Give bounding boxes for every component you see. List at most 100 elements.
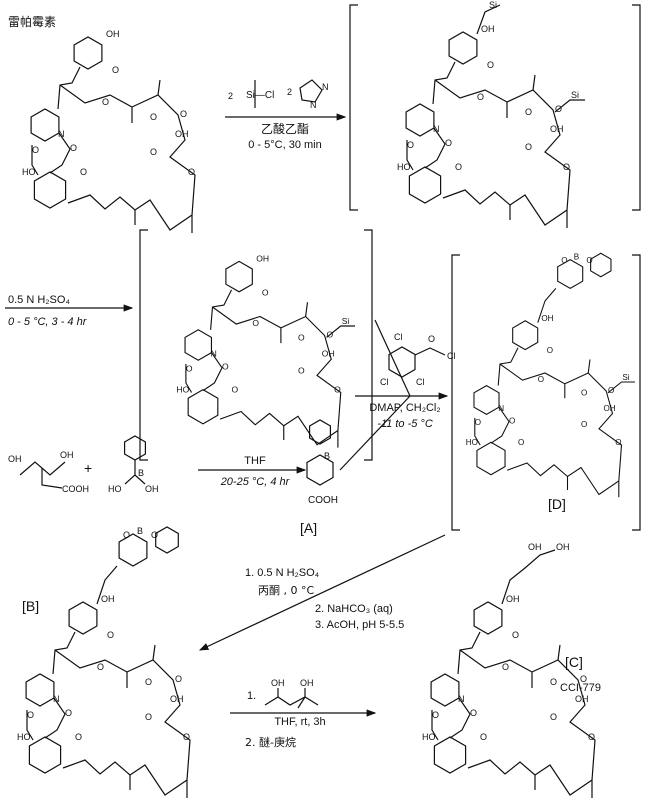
atom-label: N [211,348,217,358]
phenyl-ring [590,252,612,278]
acid-branch [41,468,63,489]
atom-label: O [432,710,439,720]
atom-label: N [310,100,317,110]
cyclohexyl-ring [68,601,98,635]
piperidine-ring [25,673,55,707]
boronic-bonds [134,474,146,485]
tms-bond [554,99,585,113]
dicarbonyl [406,140,414,171]
compound-a-label: [A] [300,520,318,536]
piperidine-ring [430,673,460,707]
piperidine-ring [30,108,60,142]
step3-conditions: 20-25 °C, 4 hr [220,476,290,488]
step5-line3: 3. AcOH, pH 5-5.5 [315,619,405,631]
imidazole-ring [299,79,323,103]
atom-label: O [550,712,557,722]
atom-label: B [324,451,330,461]
linker-chain [457,631,481,675]
tetrahydropyran-ring [476,441,506,476]
ester-link [424,127,446,169]
methyl [557,644,561,661]
atom-label: N [433,124,440,134]
atom-label: N [53,694,60,704]
piperidine-ring [405,103,435,137]
atom-label: O [32,145,39,155]
atom-label: O [27,710,34,720]
tetrahydropyran-ring [33,171,67,209]
compound-b-label: [B] [22,598,40,614]
step4-conditions: -11 to -5 °C [377,418,433,430]
atom-label: OH [541,314,553,323]
atom-label: Cl [380,377,389,387]
atom-label: O [70,143,77,153]
converge-line-bottom [339,395,411,471]
atom-label: O [107,630,114,640]
silyl-label: Si [571,90,579,100]
atom-label: O [252,318,259,328]
dicarbonyl [431,710,439,741]
atom-label: O [581,420,587,429]
benzene-ring [388,346,416,378]
methyl [532,74,536,91]
bracket-top-right [632,4,641,211]
atom-label: O [470,708,477,718]
step3-solvent: THF [244,455,266,467]
atom-label: OH [170,694,184,704]
ester-chain [537,288,557,323]
tetrahydropyran-ring [187,388,219,425]
ester-link [44,697,66,739]
boronic-bonds [124,460,136,485]
compound-c-label: [C] [565,654,583,670]
atom-label: OH [145,484,159,494]
ester-link [449,697,471,739]
tetrahydropyran-ring [408,166,442,204]
atom-label: N [498,404,504,413]
dicarbonyl [31,145,39,176]
step5-line1b: 丙酮 , 0 °C [258,584,315,597]
atom-label: OH [101,594,115,604]
silyl-label: Si [489,0,497,10]
atom-label: O [150,147,157,157]
atom-label: O [428,334,435,344]
cyclohexyl-ring [225,260,253,293]
dioxaborinane-ring [306,454,334,486]
step3-plus: + [84,460,93,476]
step1-conditions: 0 - 5°C, 30 min [248,139,322,151]
atom-label: O [487,60,494,70]
acyl-bonds [414,347,446,356]
arrow-step5 [198,534,446,651]
dicarbonyl [474,418,481,446]
atom-label: OH [175,129,189,139]
macrocycle-backbone [499,363,623,496]
dicarbonyl [185,364,193,393]
atom-label: O [334,385,341,395]
dioxaborinane-ring [118,533,148,567]
diol-chain [501,549,556,605]
step6-line1: 1. [247,690,257,702]
tetrahydropyran-ring [433,736,467,774]
phenyl-ring [309,419,331,445]
boronate-atom: O [561,256,567,265]
bracket-middle-left [139,229,148,461]
ester-chain [96,565,118,605]
cyclohexyl-ring [512,320,539,351]
step5-line2: 2. NaHCO₃ (aq) [315,603,393,615]
linker-chain [432,61,456,105]
cyclohexyl-ring [473,601,503,635]
atom-label: OH [506,594,520,604]
dicarbonyl [26,710,34,741]
silyl-label: Si [342,316,350,326]
atom-label: OH [60,450,74,460]
diol-skeleton [264,696,319,706]
atom-label: HO [466,438,478,447]
methyl [152,644,156,661]
atom-label: O [298,366,305,376]
step2-reagent: 0.5 N H₂SO₄ [8,294,70,306]
linker-chain [57,66,81,110]
compound-a-structure: B [306,419,334,486]
tetrahydropyran-ring [28,736,62,774]
converge-line-top [374,319,411,397]
